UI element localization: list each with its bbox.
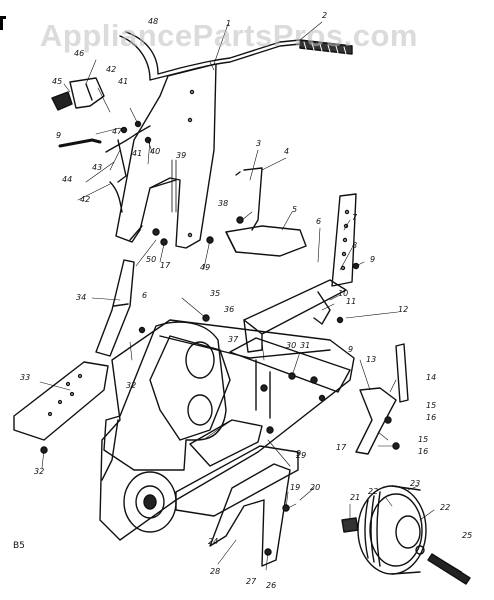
callout-5: 5 xyxy=(292,205,298,214)
callout-19: 19 xyxy=(290,483,301,492)
callout-44: 44 xyxy=(62,175,73,184)
callout-26: 26 xyxy=(266,581,277,590)
callout-3: 3 xyxy=(256,139,262,148)
callout-29: 29 xyxy=(296,451,307,460)
watermark-text: AppliancePartsPros.com xyxy=(40,18,418,53)
callout-28: 28 xyxy=(210,567,221,576)
callout-9-lower: 9 xyxy=(296,449,302,458)
chassis xyxy=(99,319,355,541)
callout-45: 45 xyxy=(52,77,63,86)
callout-41-upper: 41 xyxy=(118,77,129,86)
fasteners xyxy=(40,120,400,556)
callout-27: 27 xyxy=(246,577,257,586)
callout-39: 39 xyxy=(176,151,187,160)
callout-40: 40 xyxy=(150,147,161,156)
callout-36: 36 xyxy=(224,305,235,314)
callout-22-upper: 22 xyxy=(368,487,379,496)
callout-16-upper: 16 xyxy=(426,413,437,422)
frame-upright xyxy=(115,63,217,249)
callout-17-left: 17 xyxy=(160,261,171,270)
corner-crop-mark xyxy=(0,16,6,30)
callout-1: 1 xyxy=(226,19,232,28)
tine-hub xyxy=(123,471,177,533)
callout-25: 25 xyxy=(462,531,473,540)
gear-case xyxy=(103,321,227,471)
depth-bar xyxy=(331,193,357,287)
callout-15-upper: 15 xyxy=(426,401,437,410)
callout-43: 43 xyxy=(92,163,103,172)
callout-32-left: 32 xyxy=(126,381,137,390)
callout-34: 34 xyxy=(76,293,87,302)
callout-6-upper: 6 xyxy=(316,217,322,226)
axle-plates xyxy=(175,337,351,567)
callout-42-upper: 42 xyxy=(106,65,117,74)
callout-23: 23 xyxy=(410,479,421,488)
callout-24: 24 xyxy=(208,537,219,546)
drag-bar xyxy=(13,361,109,441)
callout-6-lower: 6 xyxy=(142,291,148,300)
page-code: B5 xyxy=(13,541,25,551)
axle-bracket xyxy=(355,343,409,455)
callout-11: 11 xyxy=(346,297,357,306)
callout-31: 31 xyxy=(300,341,311,350)
callout-9-left: 9 xyxy=(56,131,62,140)
callout-7: 7 xyxy=(352,213,358,222)
callout-4: 4 xyxy=(284,147,290,156)
callout-47: 47 xyxy=(112,127,123,136)
callout-14: 14 xyxy=(426,373,437,382)
callout-38: 38 xyxy=(218,199,229,208)
callout-10: 10 xyxy=(338,289,349,298)
callout-12-right: 12 xyxy=(398,305,409,314)
callout-35: 35 xyxy=(210,289,221,298)
callout-21: 21 xyxy=(350,493,361,502)
callout-32-bottom: 32 xyxy=(34,467,45,476)
callout-49: 49 xyxy=(200,263,211,272)
callout-9-mid: 9 xyxy=(348,345,354,354)
callout-20: 20 xyxy=(310,483,321,492)
callout-50: 50 xyxy=(146,255,157,264)
callout-46: 46 xyxy=(74,49,85,58)
callout-8: 8 xyxy=(352,241,358,250)
control-cable xyxy=(58,125,177,213)
callout-2: 2 xyxy=(322,11,328,20)
axle-bolt xyxy=(341,517,471,585)
side-plate xyxy=(95,259,135,357)
callout-22-lower: 22 xyxy=(440,503,451,512)
callout-17-right: 17 xyxy=(336,443,347,452)
callout-13: 13 xyxy=(366,355,377,364)
wheel xyxy=(357,485,427,575)
callout-16-lower: 16 xyxy=(418,447,429,456)
callout-9-upper: 9 xyxy=(370,255,376,264)
callout-33: 33 xyxy=(20,373,31,382)
callout-30: 30 xyxy=(286,341,297,350)
callout-15-lower: 15 xyxy=(418,435,429,444)
callout-41-lower: 41 xyxy=(132,149,143,158)
lever-bracket xyxy=(51,77,105,111)
callout-42-lower: 42 xyxy=(80,195,91,204)
callout-48: 48 xyxy=(148,17,159,26)
leader-lines xyxy=(39,21,463,573)
callout-37: 37 xyxy=(228,335,239,344)
